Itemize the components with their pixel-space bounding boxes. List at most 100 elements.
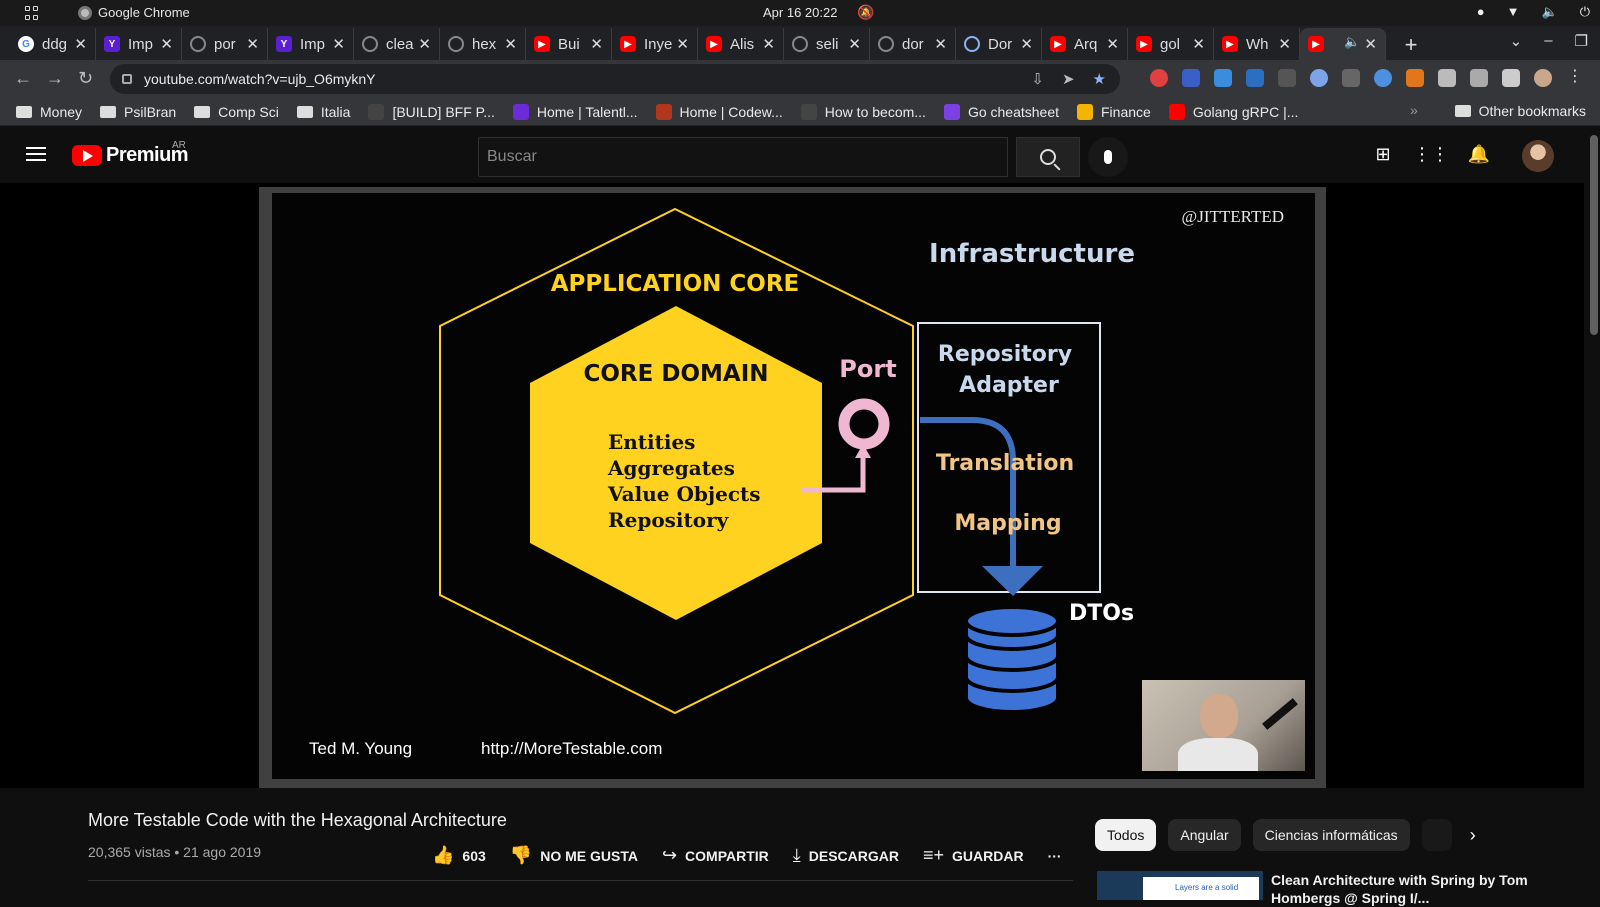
privacy-extension-icon[interactable]	[1182, 69, 1200, 87]
share-button[interactable]: ↪COMPARTIR	[662, 845, 769, 866]
browser-menu-icon[interactable]: ⋮	[1567, 68, 1583, 85]
reading-list-icon[interactable]	[1470, 69, 1488, 87]
lock-icon[interactable]	[122, 74, 132, 84]
recommendation-title[interactable]: Clean Architecture with Spring by Tom Ho…	[1271, 872, 1528, 906]
notifications-bell-icon[interactable]: 🔔	[1467, 143, 1491, 164]
tab-audio-icon[interactable]: 🔈	[1344, 34, 1361, 49]
close-tab-icon[interactable]: ✕	[1020, 36, 1033, 53]
send-to-device-icon[interactable]: ➤	[1061, 71, 1075, 88]
close-tab-icon[interactable]: ✕	[590, 36, 603, 53]
layers-extension-icon[interactable]	[1214, 69, 1232, 87]
browser-tab[interactable]: ▶Alis✕	[698, 28, 784, 60]
reload-icon[interactable]: ↻	[78, 68, 94, 88]
scrollbar-thumb[interactable]	[1590, 135, 1598, 335]
close-tab-icon[interactable]: ✕	[848, 36, 861, 53]
create-video-icon[interactable]: ⊞	[1375, 143, 1391, 164]
volume-icon[interactable]: 🔈	[1541, 4, 1558, 19]
wifi-icon[interactable]: ▼	[1506, 4, 1520, 19]
back-arrow-icon[interactable]: ←	[14, 68, 32, 88]
side-panel-icon[interactable]	[1502, 69, 1520, 87]
filter-chip[interactable]: Todos	[1095, 819, 1157, 851]
close-tab-icon[interactable]: ✕	[74, 36, 87, 53]
url-text[interactable]: youtube.com/watch?v=ujb_O6myknY	[144, 71, 376, 87]
bookmark-link[interactable]: Finance	[1077, 103, 1151, 120]
filter-chip-partial[interactable]	[1421, 819, 1452, 851]
minimize-icon[interactable]: –	[1544, 32, 1553, 49]
search-button[interactable]	[1016, 137, 1080, 177]
tab-search-icon[interactable]: ⌄	[1509, 33, 1523, 50]
avatar[interactable]	[1522, 140, 1554, 172]
dislike-button[interactable]: 👎NO ME GUSTA	[510, 845, 638, 866]
close-tab-icon[interactable]: ✕	[1364, 36, 1377, 53]
install-app-icon[interactable]: ⇩	[1031, 71, 1044, 88]
apps-grid-icon[interactable]: ⋮⋮	[1413, 143, 1449, 164]
bookmark-link[interactable]: [BUILD] BFF P...	[368, 103, 495, 120]
browser-tab[interactable]: ▶gol✕	[1128, 28, 1214, 60]
bookmark-link[interactable]: Home | Talentl...	[512, 103, 638, 120]
close-tab-icon[interactable]: ✕	[418, 36, 431, 53]
search-input[interactable]	[478, 137, 1008, 177]
power-icon[interactable]: ⏻	[1579, 4, 1590, 19]
browser-tab[interactable]: ▶Bui✕	[526, 28, 612, 60]
browser-tab[interactable]: clea✕	[354, 28, 440, 60]
browser-tab[interactable]: Dor✕	[956, 28, 1042, 60]
tool-extension-icon[interactable]	[1278, 69, 1296, 87]
grid-extension-icon[interactable]	[1342, 69, 1360, 87]
filter-chip[interactable]: Ciencias informáticas	[1252, 819, 1410, 851]
browser-tab[interactable]: hex✕	[440, 28, 526, 60]
bookmark-link[interactable]: Golang gRPC |...	[1168, 103, 1298, 120]
compass-extension-icon[interactable]	[1374, 69, 1392, 87]
close-tab-icon[interactable]: ✕	[246, 36, 259, 53]
browser-tab[interactable]: seli✕	[784, 28, 870, 60]
new-tab-button[interactable]: +	[1404, 32, 1418, 57]
close-tab-icon[interactable]: ✕	[1106, 36, 1119, 53]
adblock-extension-icon[interactable]	[1150, 69, 1168, 87]
close-tab-icon[interactable]: ✕	[676, 36, 689, 53]
browser-tab[interactable]: dor✕	[870, 28, 956, 60]
maximize-icon[interactable]: ❐	[1574, 33, 1588, 50]
forward-arrow-icon[interactable]: →	[46, 68, 64, 88]
notifications-off-icon[interactable]: 🔕	[857, 4, 875, 20]
address-bar[interactable]: youtube.com/watch?v=ujb_O6myknY ⇩ ➤ ★	[110, 64, 1120, 94]
more-actions-button[interactable]: ···	[1048, 848, 1062, 864]
circle-extension-icon[interactable]	[1310, 69, 1328, 87]
record-icon[interactable]: ●	[1476, 4, 1485, 19]
close-tab-icon[interactable]: ✕	[1192, 36, 1205, 53]
browser-tab[interactable]: ▶Arq✕	[1042, 28, 1128, 60]
browser-tab[interactable]: por✕	[182, 28, 268, 60]
bookmark-link[interactable]: How to becom...	[800, 103, 926, 120]
chevron-right-icon[interactable]: ›	[1469, 824, 1476, 845]
bookmark-link[interactable]: Home | Codew...	[655, 103, 783, 120]
close-tab-icon[interactable]: ✕	[504, 36, 517, 53]
like-button[interactable]: 👍603	[432, 845, 486, 866]
filter-chip[interactable]: Angular	[1168, 819, 1241, 851]
bookmark-folder[interactable]: Italia	[296, 104, 350, 120]
os-clock[interactable]: Apr 16 20:22	[763, 5, 838, 20]
bookmark-link[interactable]: Go cheatsheet	[943, 103, 1059, 120]
close-tab-icon[interactable]: ✕	[762, 36, 775, 53]
page-scrollbar[interactable]	[1588, 127, 1600, 900]
bookmark-folder[interactable]: PsilBran	[100, 104, 176, 120]
metamask-extension-icon[interactable]	[1406, 69, 1424, 87]
browser-tab[interactable]: ▶Wh✕	[1214, 28, 1300, 60]
youtube-premium-logo[interactable]: Premium AR	[72, 140, 189, 167]
s-extension-icon[interactable]	[1246, 69, 1264, 87]
profile-avatar-icon[interactable]	[1534, 69, 1552, 87]
save-button[interactable]: ≡+GUARDAR	[923, 845, 1024, 866]
bookmark-folder[interactable]: Comp Sci	[194, 104, 279, 120]
browser-tab[interactable]: ▶🔈✕	[1300, 28, 1386, 60]
download-button[interactable]: ⤓DESCARGAR	[793, 845, 899, 866]
other-bookmarks-folder[interactable]: Other bookmarks	[1454, 103, 1586, 119]
bookmark-folder[interactable]: Money	[16, 104, 82, 120]
more-bookmarks-button[interactable]: »	[1410, 102, 1418, 118]
close-tab-icon[interactable]: ✕	[160, 36, 173, 53]
browser-tab[interactable]: ▶Inye✕	[612, 28, 698, 60]
recommendation-thumbnail[interactable]: Layers are a solid	[1097, 871, 1263, 900]
puzzle-extensions-icon[interactable]	[1438, 69, 1456, 87]
bookmark-star-icon[interactable]: ★	[1092, 71, 1106, 88]
close-tab-icon[interactable]: ✕	[934, 36, 947, 53]
voice-search-button[interactable]	[1088, 137, 1128, 177]
